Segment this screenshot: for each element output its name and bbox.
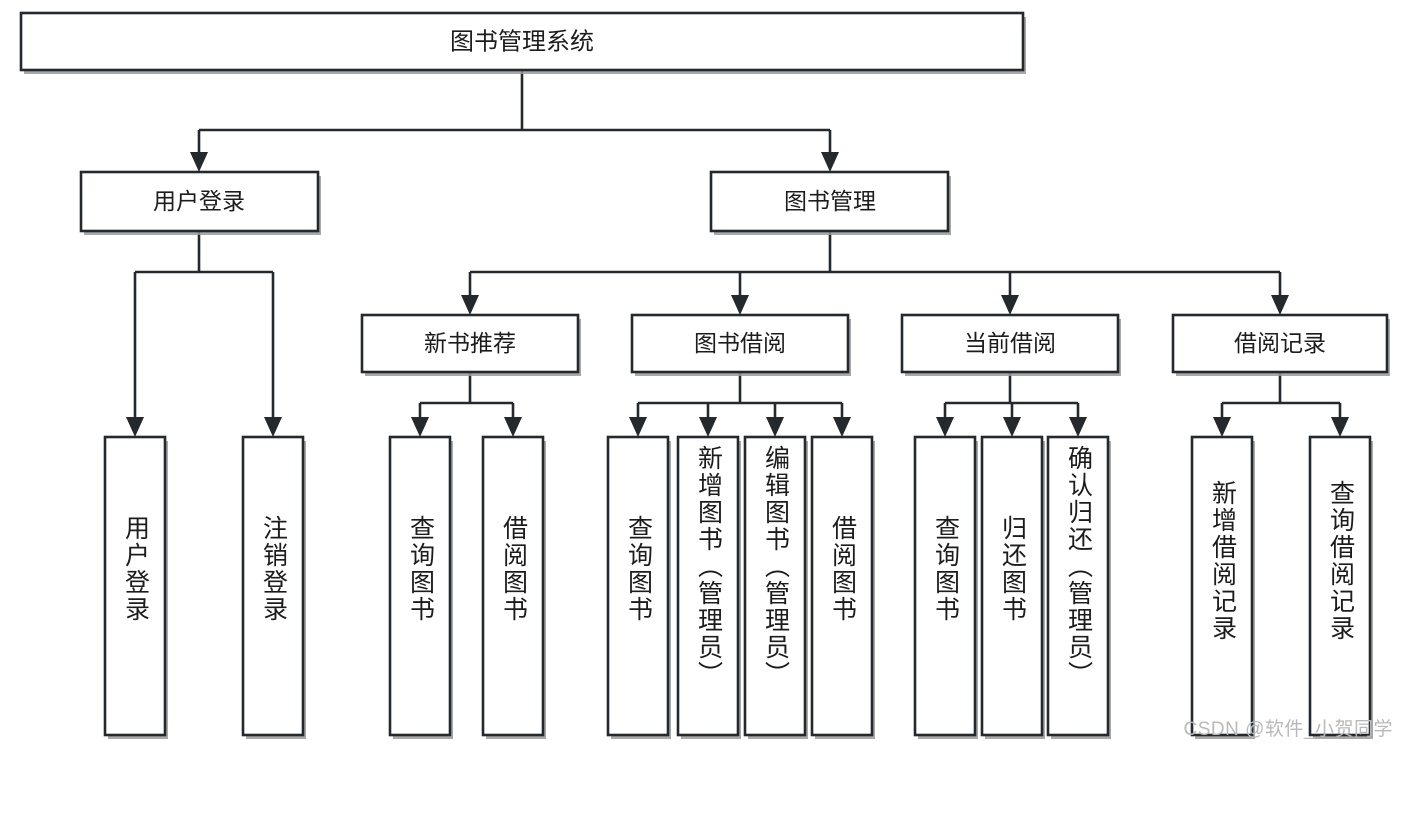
node-current-borrow[interactable]: 当前借阅 <box>900 313 1121 376</box>
arrow-leaf-borrow-book-2 <box>833 417 851 437</box>
connector-group <box>126 70 1349 437</box>
arrow-leaf-edit-book <box>766 417 784 437</box>
arrow-leaf-return-book <box>1003 417 1021 437</box>
leaf-node-group <box>103 435 1373 739</box>
node-current-borrow-label: 当前借阅 <box>964 330 1056 356</box>
arrow-to-newbook <box>461 295 479 315</box>
arrow-to-book-manage <box>821 152 839 172</box>
arrow-leaf-add-record <box>1213 417 1231 437</box>
arrow-to-borrowrecord <box>1271 295 1289 315</box>
node-book-manage-label: 图书管理 <box>784 188 876 214</box>
node-root[interactable]: 图书管理系统 <box>19 11 1026 74</box>
node-user-login-label: 用户登录 <box>153 188 245 214</box>
node-root-label: 图书管理系统 <box>450 28 594 55</box>
arrow-to-bookborrow <box>731 295 749 315</box>
node-book-borrow[interactable]: 图书借阅 <box>630 313 851 376</box>
leaf-add-record-box[interactable] <box>1190 435 1254 737</box>
node-user-login-box[interactable] <box>79 170 320 233</box>
leaf-query-book-3-box[interactable] <box>913 435 977 737</box>
node-borrow-record-box[interactable] <box>1171 313 1389 374</box>
flowchart-canvas: 图书管理系统 用户登录 图书管理 新书推荐 图书借阅 当前借阅 <box>19 11 1393 740</box>
arrow-leaf-borrow-book-1 <box>504 417 522 437</box>
leaf-query-book-1-box[interactable] <box>388 435 452 737</box>
node-book-manage[interactable]: 图书管理 <box>709 170 951 235</box>
node-book-manage-box[interactable] <box>709 170 950 233</box>
flowchart-svg: 图书管理系统 用户登录 图书管理 新书推荐 图书借阅 当前借阅 <box>19 11 1390 739</box>
node-book-borrow-label: 图书借阅 <box>694 330 786 356</box>
leaf-logout-box[interactable] <box>241 435 305 737</box>
node-user-login[interactable]: 用户登录 <box>79 170 321 235</box>
arrow-leaf-user-login <box>126 417 144 437</box>
arrow-leaf-query-book-2 <box>629 417 647 437</box>
leaf-query-record-box[interactable] <box>1308 435 1372 737</box>
arrow-leaf-confirm-return <box>1069 417 1087 437</box>
arrow-leaf-query-record <box>1331 417 1349 437</box>
arrow-leaf-query-book-1 <box>411 417 429 437</box>
node-book-borrow-box[interactable] <box>630 313 850 374</box>
leaf-return-book-box[interactable] <box>980 435 1044 737</box>
arrow-leaf-query-book-3 <box>936 417 954 437</box>
leaf-edit-book-box[interactable] <box>743 435 807 737</box>
leaf-add-book-box[interactable] <box>676 435 740 737</box>
leaf-user-login-box[interactable] <box>103 435 167 737</box>
node-root-box[interactable] <box>19 11 1025 72</box>
leaf-borrow-book-1-box[interactable] <box>481 435 545 737</box>
node-new-book-rec-label: 新书推荐 <box>424 330 516 356</box>
node-new-book-rec-box[interactable] <box>360 313 580 374</box>
arrow-to-user-login <box>190 152 208 172</box>
leaf-confirm-return-box[interactable] <box>1046 435 1110 737</box>
node-new-book-rec[interactable]: 新书推荐 <box>360 313 581 376</box>
arrow-to-currentborrow <box>1001 295 1019 315</box>
node-current-borrow-box[interactable] <box>900 313 1120 374</box>
leaf-borrow-book-2-box[interactable] <box>810 435 874 737</box>
node-borrow-record[interactable]: 借阅记录 <box>1171 313 1390 376</box>
leaf-query-book-2-box[interactable] <box>606 435 670 737</box>
csdn-watermark: CSDN @软件_小贺同学 <box>1183 719 1393 740</box>
arrow-leaf-add-book <box>699 417 717 437</box>
node-borrow-record-label: 借阅记录 <box>1234 330 1326 356</box>
arrow-leaf-logout <box>264 417 282 437</box>
